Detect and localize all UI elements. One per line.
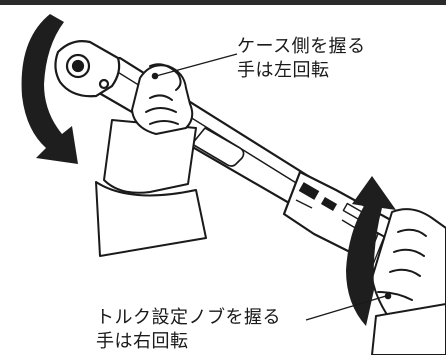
clockwise-arrow-icon xyxy=(346,176,396,326)
case-hand-label-line2: 手は左回転 xyxy=(237,60,330,81)
case-hand-label-line1: ケース側を握る xyxy=(237,36,366,57)
ratchet-head xyxy=(54,40,121,98)
knob-hand-label-line1: トルク設定ノブを握る xyxy=(96,307,281,328)
left-hand xyxy=(95,63,207,257)
leader-lines xyxy=(151,53,392,321)
knob-hand-label: トルク設定ノブを握る 手は右回転 xyxy=(96,306,281,354)
top-border xyxy=(0,0,446,5)
counterclockwise-arrow-icon xyxy=(21,14,78,164)
case-hand-label: ケース側を握る 手は左回転 xyxy=(237,35,366,83)
right-hand xyxy=(371,208,446,355)
knob-hand-label-line2: 手は右回転 xyxy=(96,331,189,352)
